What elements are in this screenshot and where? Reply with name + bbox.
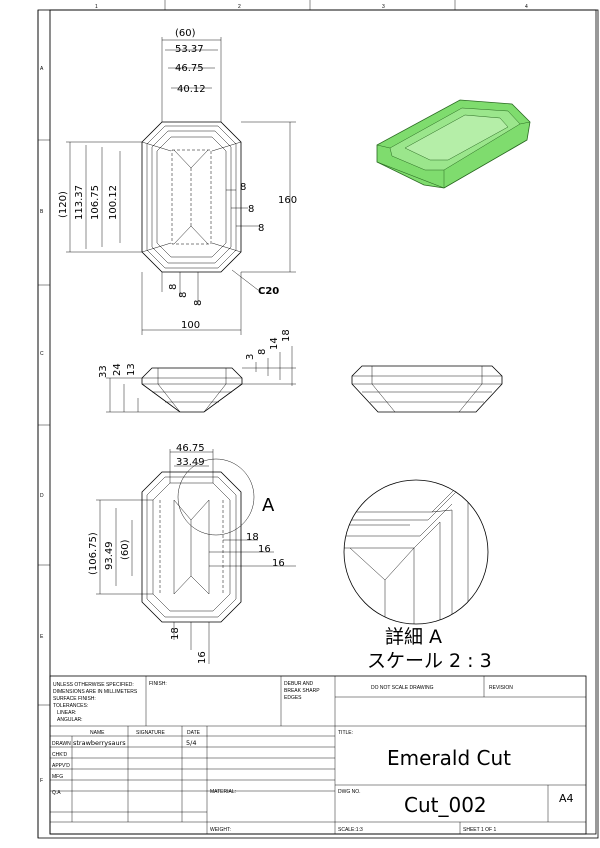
tb-debur-2: BREAK SHARP [284,688,320,694]
chamfer-callout: C20 [258,286,279,297]
isometric-gem [376,99,531,189]
dim-side-3: 3 [245,354,256,360]
front-view-outline [141,121,242,273]
tb-drawn-name: strawberrysaurs [73,739,126,747]
dim-side-33: 33 [98,365,109,378]
end-view-outline [351,365,503,413]
detail-a-view [343,479,489,625]
tb-note-2: DIMENSIONS ARE IN MILLIMETERS [53,689,138,695]
tb-note-5: LINEAR: [57,710,76,716]
tb-debur-3: EDGES [284,695,302,701]
dim-side-14: 14 [269,337,280,350]
row-label-d: D [40,493,44,499]
tb-row-qa: Q.A [52,790,61,796]
col-label-4: 4 [525,4,528,10]
tb-dwg-no: Cut_002 [404,793,487,817]
row-label-e: E [40,634,44,640]
dim-section-93-49: 93.49 [104,541,115,570]
tb-revision: REVISION [489,685,513,691]
dim-section-16b: 16 [272,558,285,569]
tb-note-1: UNLESS OTHERWISE SPECIFIED: [53,682,134,688]
title-block-grid [49,675,587,835]
detail-title: 詳細 A [385,626,442,648]
tb-drawn-date: 5/4 [186,739,196,747]
dim-left-120: (120) [58,191,69,218]
tb-row-drawn: DRAWN [52,741,71,747]
dim-section-bottom-16: 16 [197,651,208,664]
dim-section-60: (60) [120,539,131,560]
tb-dwg-no-label: DWG NO. [338,789,361,795]
row-label-b: B [40,209,44,215]
dim-top-60: (60) [175,28,196,39]
dim-section-bottom-18: 18 [170,627,181,640]
dim-bottom-step-1: 8 [168,284,179,290]
tb-col-date: DATE [187,730,201,736]
section-view-dimension-lines [96,449,296,664]
side-view-outline [141,367,243,413]
col-label-2: 2 [238,4,241,10]
dim-side-8: 8 [257,349,268,355]
tb-title-label: TITLE: [338,730,353,736]
tb-material: MATERIAL: [210,789,236,795]
side-view-dimension-lines [106,346,296,413]
tb-row-chkd: CHK'D [52,752,68,758]
row-label-c: C [40,351,44,357]
col-label-3: 3 [382,4,385,10]
tb-title: Emerald Cut [387,746,511,770]
tb-row-appvd: APPV'D [52,763,70,769]
dim-side-18: 18 [281,329,292,342]
tb-sheet: SHEET 1 OF 1 [463,827,496,833]
dim-left-100-12: 100.12 [108,185,119,220]
dim-side-13: 13 [126,363,137,376]
tb-finish: FINISH: [149,681,167,687]
tb-note-3: SURFACE FINISH: [53,696,96,702]
tb-note-6: ANGULAR: [57,717,83,723]
tb-scale: SCALE:1:3 [338,827,363,833]
row-label-f: F [40,778,43,784]
dim-width-100: 100 [181,320,200,331]
col-label-1: 1 [95,4,98,10]
dim-step-2: 8 [248,204,254,215]
dim-section-106-75: (106.75) [88,532,99,575]
dim-top-40-12: 40.12 [177,84,206,95]
row-label-a: A [40,66,44,72]
dim-right-160: 160 [278,195,297,206]
front-view-dimension-lines [66,37,296,335]
dim-top-53-37: 53.37 [175,44,204,55]
tb-row-mfg: MFG [52,774,63,780]
dim-section-18: 18 [246,532,259,543]
dim-section-46-75: 46.75 [176,443,205,454]
tb-do-not-scale: DO NOT SCALE DRAWING [371,685,434,691]
dim-step-3: 8 [258,223,264,234]
dim-step-1: 8 [240,182,246,193]
tb-col-name: NAME [90,730,105,736]
section-view-outline [141,458,255,623]
dim-side-24: 24 [112,363,123,376]
tb-debur-1: DEBUR AND [284,681,314,687]
tb-size: A4 [559,792,574,805]
dim-left-106-75: 106.75 [90,185,101,220]
tb-weight: WEIGHT: [210,827,231,833]
dim-left-113-37: 113.37 [74,185,85,220]
detail-scale: スケール 2 : 3 [367,650,492,672]
dim-section-33-49: 33.49 [176,457,205,468]
dim-bottom-step-3: 8 [193,300,204,306]
dim-bottom-step-2: 8 [178,292,189,298]
tb-note-4: TOLERANCES: [53,703,88,709]
detail-callout-label: A [262,495,275,516]
dim-section-16a: 16 [258,544,271,555]
tb-col-signature: SIGNATURE [136,730,165,736]
dim-top-46-75: 46.75 [175,63,204,74]
